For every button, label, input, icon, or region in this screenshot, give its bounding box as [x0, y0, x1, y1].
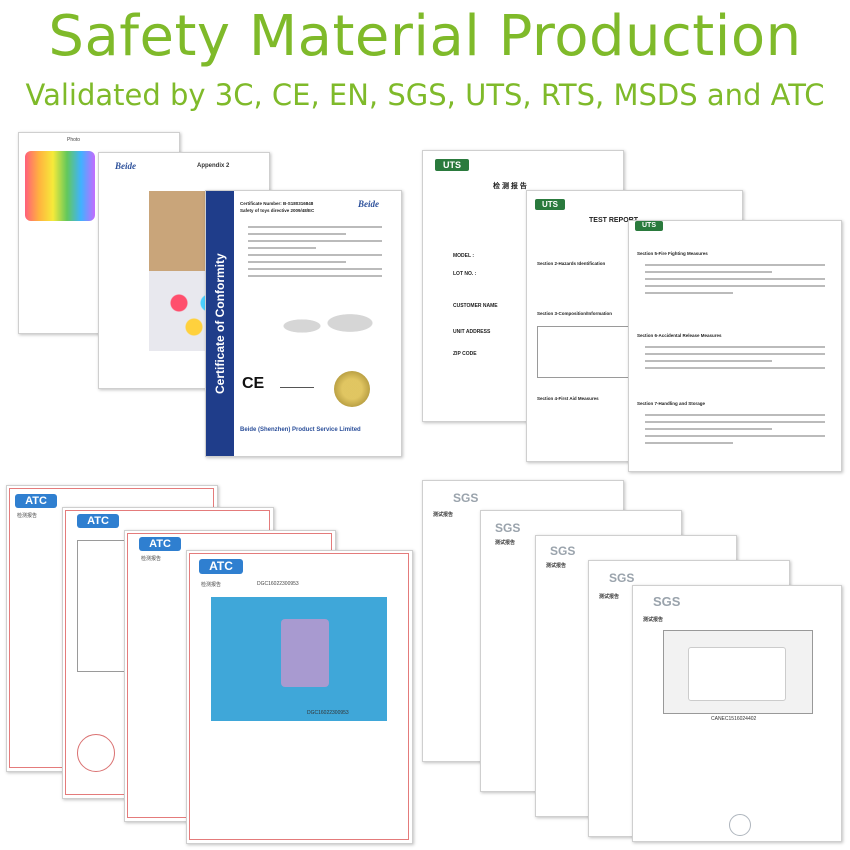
- uts-section-3: Section 3-Composition/Information: [537, 311, 612, 316]
- atc-report-title-4: 检测报告: [201, 582, 222, 588]
- certificate-number: Certificate Number: B-S180316848: [240, 201, 314, 206]
- uts-section-2: Section 2-Hazards Identification: [537, 261, 606, 266]
- certificate-footer: Beide (Shenzhen) Product Service Limited: [240, 427, 361, 433]
- ce-certificate: Certificate of Conformity Beide Certific…: [205, 190, 402, 457]
- composition-table: [537, 326, 629, 378]
- uts-field-lot: LOT NO. :: [453, 271, 477, 277]
- purple-clay-sample: [281, 619, 329, 687]
- page-title: Safety Material Production: [48, 4, 802, 69]
- sgs-footer-logo: [729, 814, 751, 836]
- sgs-report-5: SGS 测试报告 CANEC1516024402: [632, 585, 842, 842]
- clay-photo: [25, 151, 95, 221]
- atc-results-table: [77, 540, 129, 672]
- uts-badge-1: UTS: [435, 159, 469, 171]
- sample-photo: DGC16022300953: [211, 597, 387, 721]
- uts-badge-2: UTS: [535, 199, 565, 210]
- sgs-report-title-5: 测试报告: [643, 617, 664, 623]
- uts-report-title: 检 测 报 告: [493, 183, 527, 190]
- atc-badge-4: ATC: [199, 559, 243, 574]
- uts-badge-3: UTS: [635, 221, 663, 231]
- signature: [280, 373, 314, 388]
- atc-panel: ATC 检测报告 ATC ATC 检测报告 ATC 检测报告 DGC160223…: [6, 485, 416, 845]
- certificate-brand: Beide: [358, 199, 379, 209]
- atc-badge-2: ATC: [77, 514, 119, 528]
- sgs-badge-1: SGS: [453, 491, 479, 505]
- world-map: [266, 296, 386, 356]
- sgs-report-title-1: 测试报告: [433, 512, 454, 518]
- atc-report-title-1: 检测报告: [17, 513, 38, 519]
- uts-section-5: Section 5-Fire Fighting Measures: [637, 251, 708, 256]
- sgs-badge-3: SGS: [550, 544, 576, 558]
- uts-panel: UTS 检 测 报 告 MODEL : LOT NO. : CUSTOMER N…: [418, 150, 843, 472]
- uts-field-address: UNIT ADDRESS: [453, 329, 491, 335]
- atc-badge-3: ATC: [139, 537, 181, 551]
- atc-sample-code-photo: DGC16022300953: [307, 710, 349, 716]
- page-subtitle: Validated by 3C, CE, EN, SGS, UTS, RTS, …: [25, 78, 825, 112]
- uts-field-zip: ZIP CODE: [453, 351, 477, 357]
- sgs-badge-5: SGS: [653, 594, 681, 609]
- sgs-report-title-3: 测试报告: [546, 563, 567, 569]
- atc-stamp-2: [77, 734, 115, 772]
- uts-report-subtitle: TEST REPORT: [589, 217, 639, 224]
- certificate-directive: Safety of toys directive 2009/48/EC: [240, 208, 315, 213]
- ce-mark: CE: [242, 375, 265, 392]
- uts-field-customer: CUSTOMER NAME: [453, 303, 498, 309]
- appendix-brand: Beide: [115, 161, 136, 171]
- uts-section-4: Section 4-First Aid Measures: [537, 396, 599, 401]
- sgs-sample-photo: [663, 630, 813, 714]
- atc-report-title-3: 检测报告: [141, 556, 162, 562]
- atc-report-4: ATC 检测报告 DGC16022300953 DGC16022300953: [186, 550, 413, 844]
- uts-report-3: UTS Section 5-Fire Fighting Measures Sec…: [628, 220, 842, 472]
- white-clay-sample: [688, 647, 786, 701]
- photo-label: Photo: [67, 137, 81, 143]
- uts-section-7: Section 7-Handling and Storage: [637, 401, 706, 406]
- sgs-report-title-4: 测试报告: [599, 594, 620, 600]
- gold-seal: [334, 371, 370, 407]
- atc-badge-1: ATC: [15, 494, 57, 508]
- sgs-report-title-2: 测试报告: [495, 540, 516, 546]
- appendix-title: Appendix 2: [197, 163, 230, 169]
- certificate-band: Certificate of Conformity: [206, 191, 234, 456]
- sgs-panel: SGS 测试报告 SGS 测试报告 SGS 测试报告 SGS 测试报告 SGS …: [420, 480, 845, 845]
- uts-section-6: Section 6-Accidental Release Measures: [637, 333, 722, 338]
- sgs-badge-4: SGS: [609, 571, 635, 585]
- sgs-badge-2: SGS: [495, 521, 521, 535]
- uts-field-model: MODEL :: [453, 253, 475, 259]
- atc-sample-code-header: DGC16022300953: [257, 581, 299, 587]
- sgs-sample-code: CANEC1516024402: [711, 716, 757, 722]
- certificate-panel: Photo Beide Appendix 2 Certificate of Co…: [0, 130, 410, 460]
